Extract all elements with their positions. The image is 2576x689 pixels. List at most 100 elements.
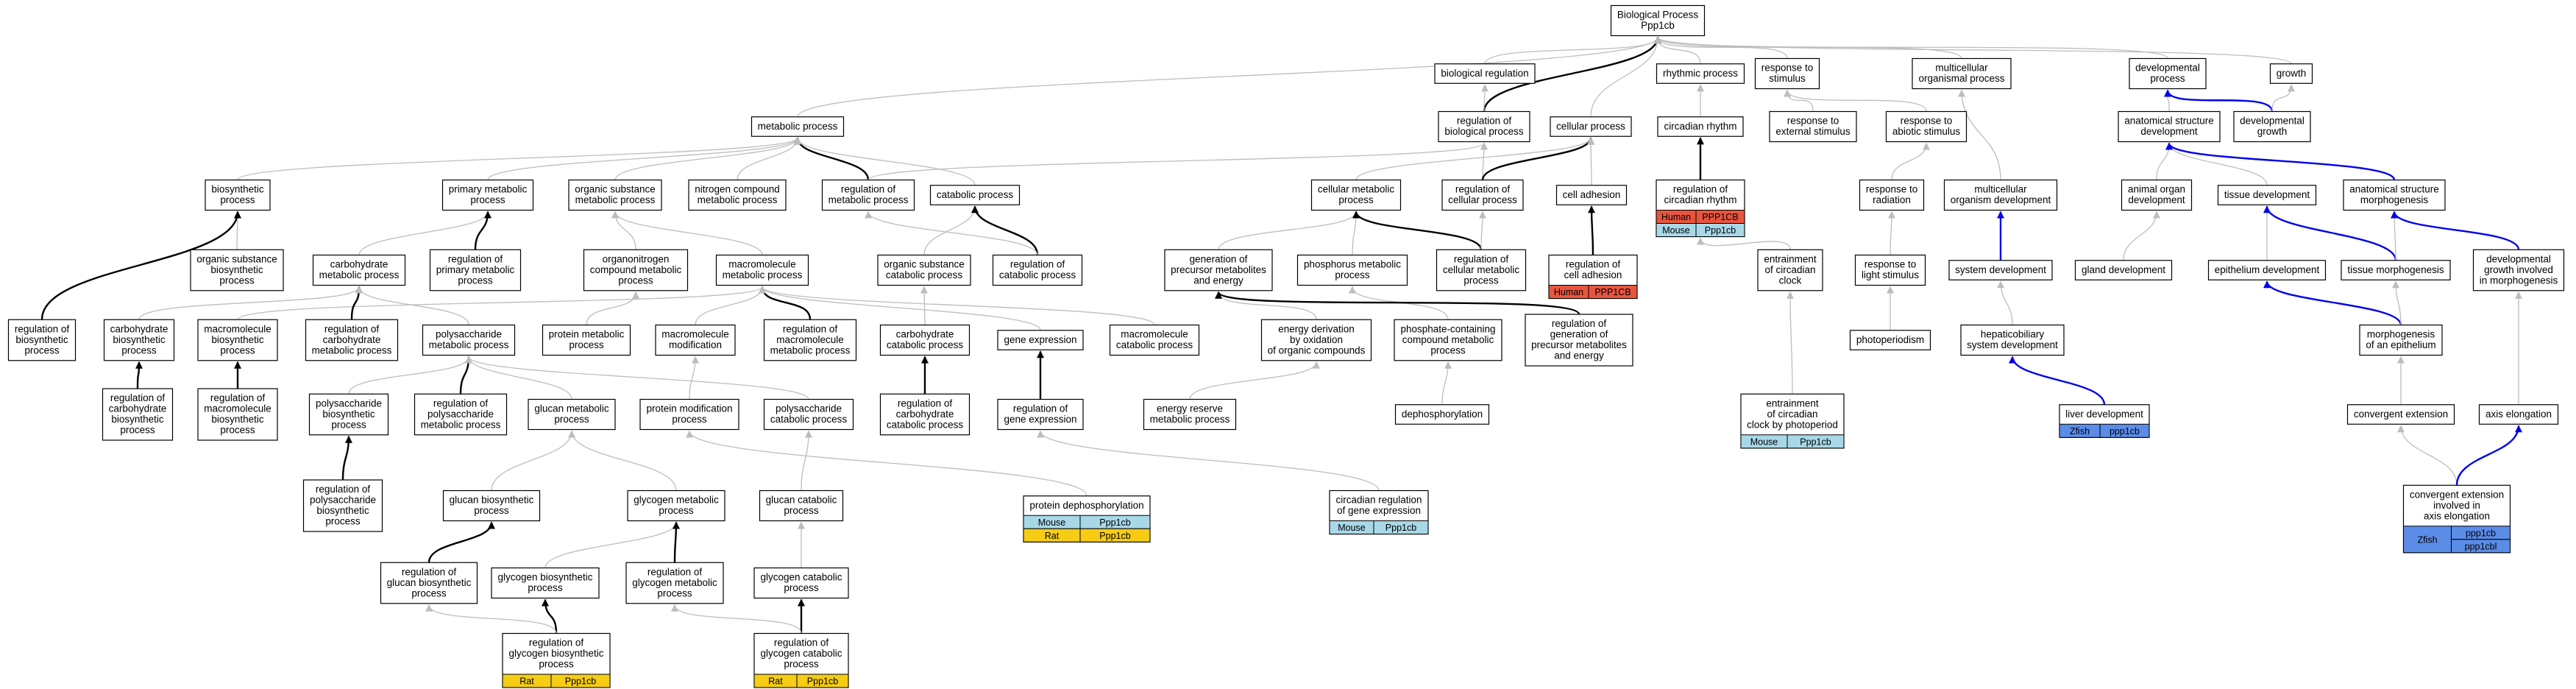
- node-regmacrobio[interactable]: regulation ofmacromoleculebiosyntheticpr…: [197, 388, 278, 441]
- node-axiselong[interactable]: axis elongation: [2478, 404, 2559, 425]
- node-celladh[interactable]: cell adhesion: [1555, 185, 1628, 205]
- node-sysdev[interactable]: system development: [1948, 260, 2053, 280]
- node-tissmorph[interactable]: tissue morphogenesis: [2341, 260, 2451, 280]
- node-tissuedev[interactable]: tissue development: [2217, 185, 2317, 205]
- gene-symbol[interactable]: PPP1CB: [1594, 287, 1631, 297]
- gene-symbol[interactable]: Ppp1cb: [1099, 531, 1130, 541]
- node-growth[interactable]: growth: [2269, 63, 2313, 84]
- gene-symbol[interactable]: ppp1cb: [2110, 426, 2140, 437]
- node-circrhythm[interactable]: circadian rhythm: [1657, 116, 1744, 137]
- node-glanddev[interactable]: gland development: [2074, 260, 2173, 280]
- gene-symbol[interactable]: Ppp1cb: [1099, 517, 1130, 528]
- node-metab[interactable]: metabolic process: [751, 116, 845, 137]
- gene-symbol[interactable]: ppp1cbl: [2465, 541, 2497, 551]
- gene-symbol[interactable]: Ppp1cb: [1385, 523, 1416, 533]
- gene-symbol[interactable]: ppp1cb: [2466, 528, 2496, 538]
- node-catab[interactable]: catabolic process: [929, 185, 1021, 205]
- gene-symbol[interactable]: Ppp1cb: [1705, 225, 1736, 236]
- gene-symbol[interactable]: Ppp1cb: [1800, 437, 1831, 447]
- node-geneexp[interactable]: gene expression: [997, 330, 1084, 350]
- node-epidev[interactable]: epithelium development: [2207, 260, 2327, 280]
- node-convext[interactable]: convergent extension: [2346, 404, 2455, 425]
- node-cellproc[interactable]: cellular process: [1550, 116, 1632, 137]
- node-bioreg[interactable]: biological regulation: [1434, 63, 1536, 84]
- node-regcarbbio[interactable]: regulation ofcarbohydratebiosyntheticpro…: [102, 388, 174, 441]
- gene-symbol[interactable]: Ppp1cb: [807, 676, 838, 687]
- node-dephos[interactable]: dephosphorylation: [1394, 404, 1490, 425]
- node-photoper[interactable]: photoperiodism: [1849, 330, 1931, 350]
- gene-symbol[interactable]: Ppp1cb: [565, 676, 596, 687]
- node-regpolysacbio[interactable]: regulation ofpolysaccharidebiosyntheticp…: [302, 479, 383, 532]
- node-rhythm[interactable]: rhythmic process: [1656, 63, 1745, 84]
